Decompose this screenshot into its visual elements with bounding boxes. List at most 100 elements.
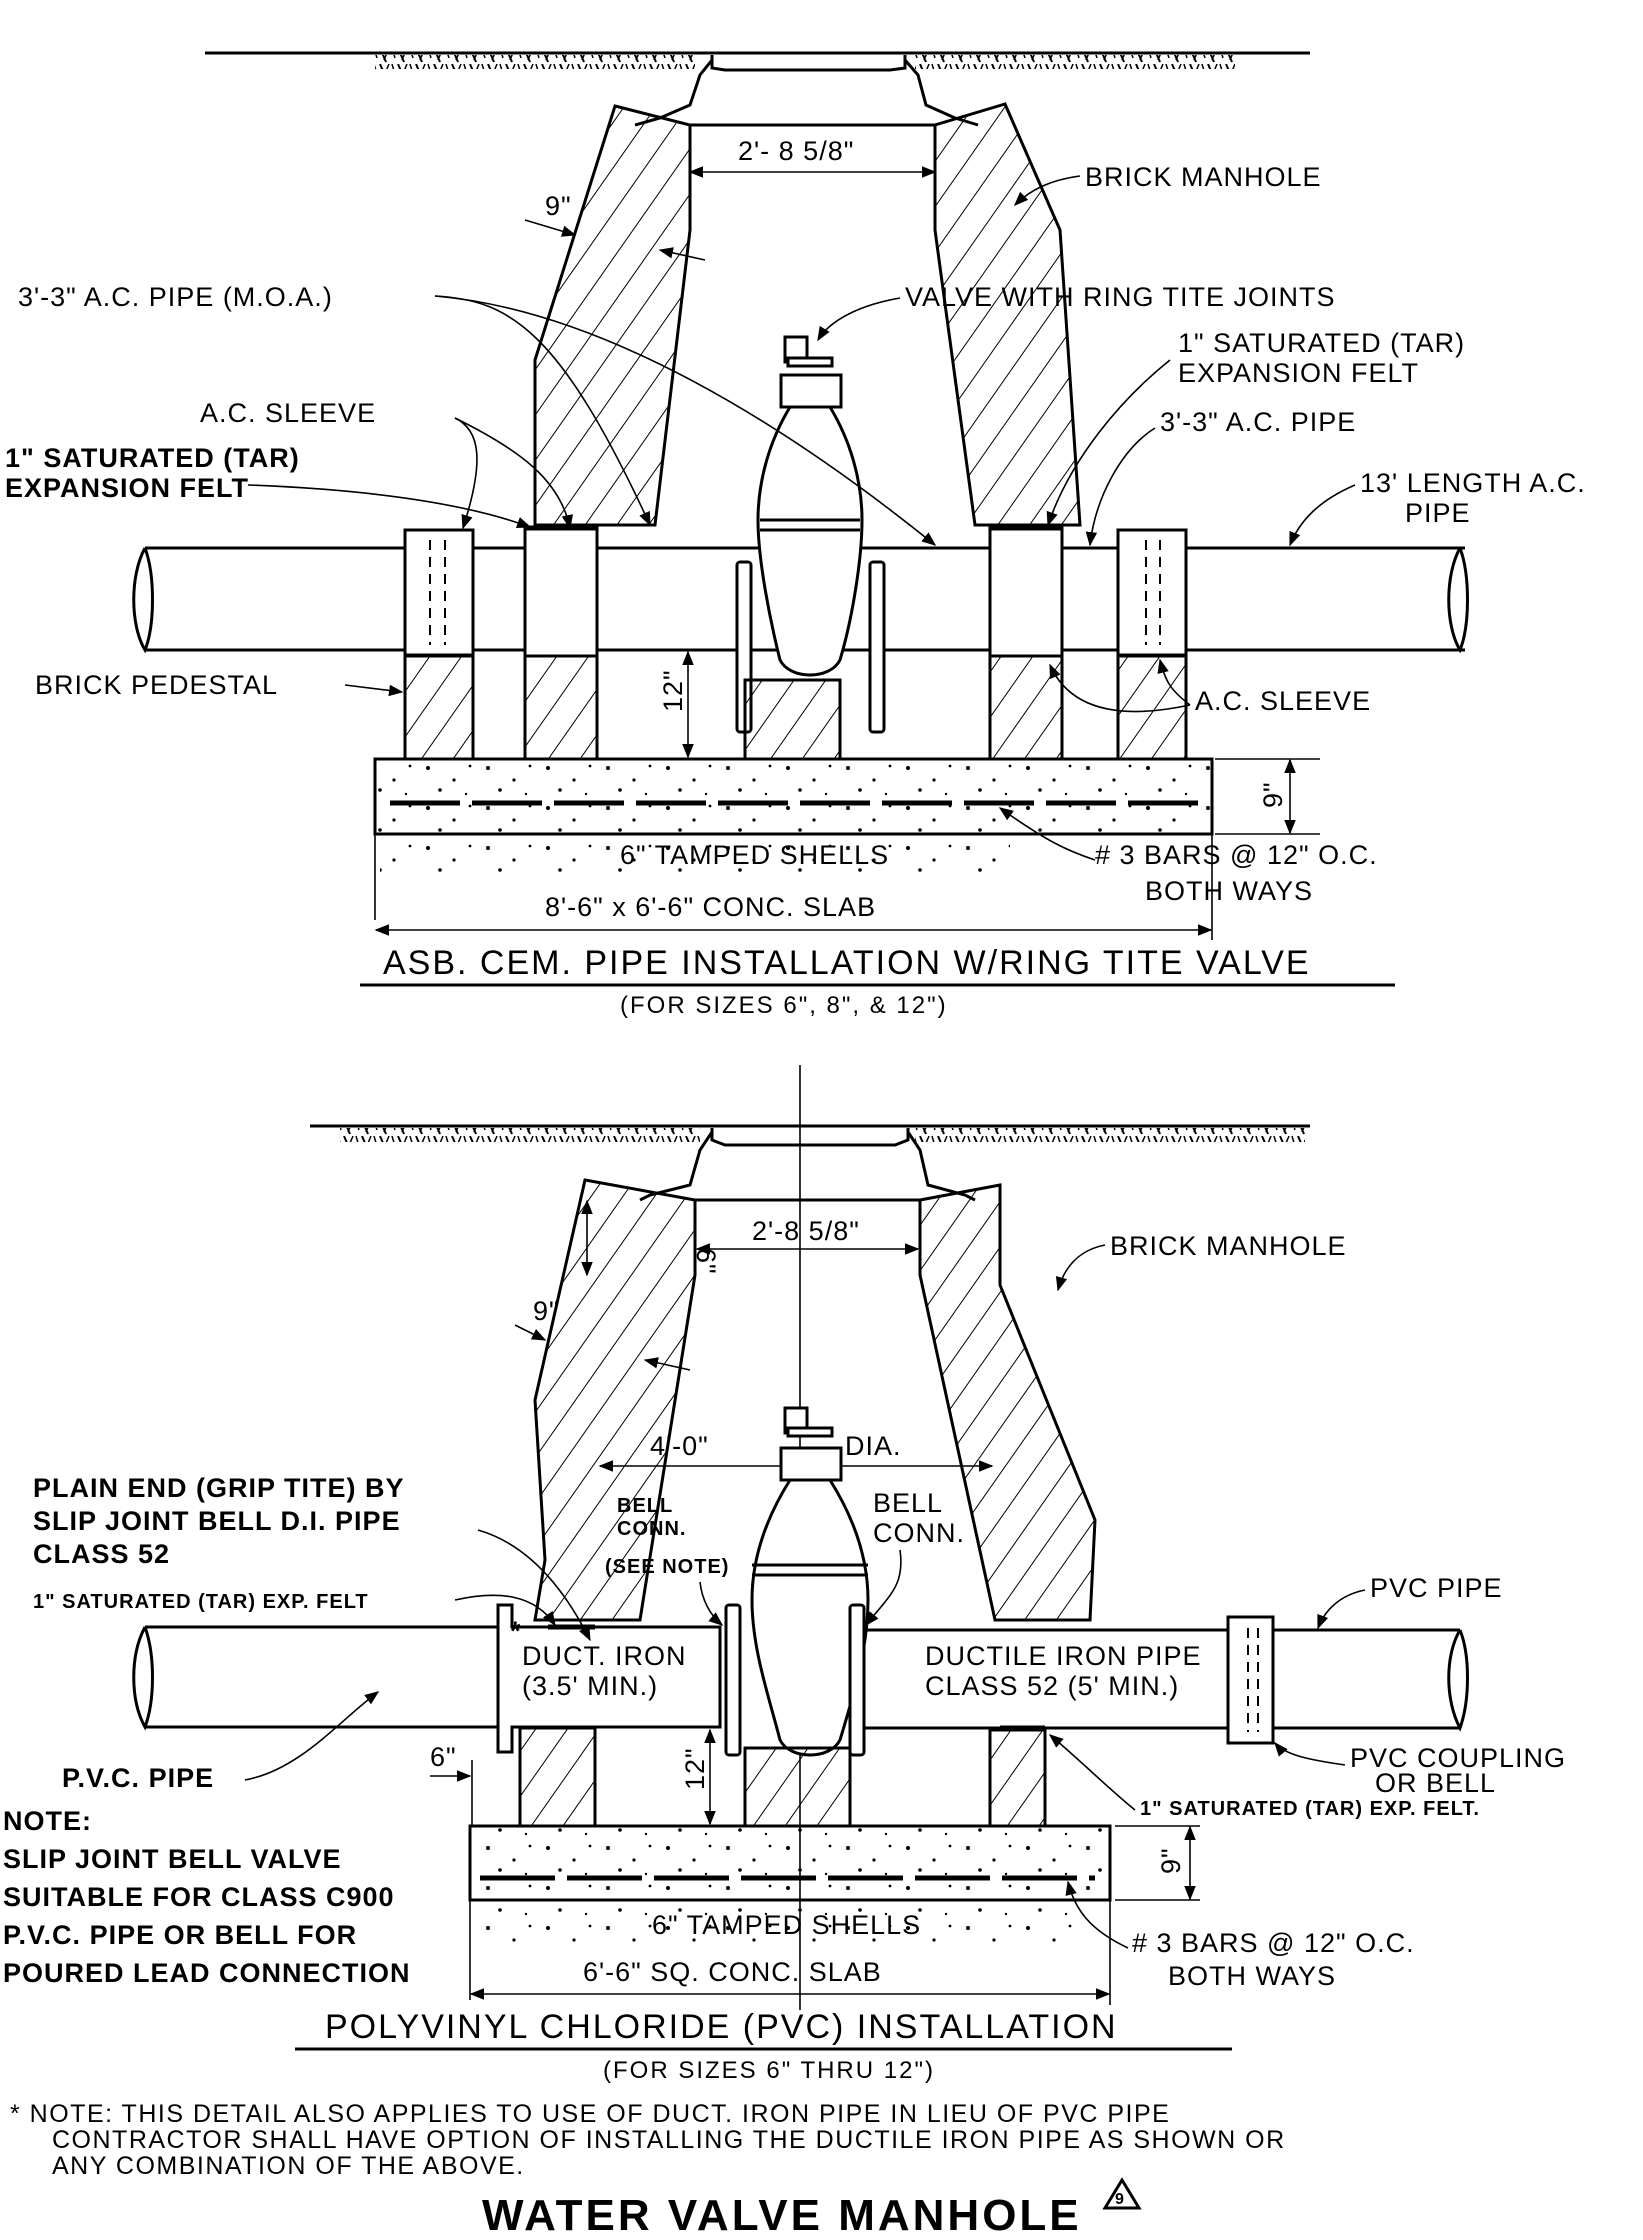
bottom-duct-iron-2: (3.5' MIN.)	[522, 1671, 658, 1701]
brick-pedestal-1	[518, 1726, 597, 1828]
bottom-asterisk: *	[510, 1616, 522, 1646]
brick-pedestal-2	[988, 1728, 1047, 1828]
ac-sleeve-right-inner	[988, 526, 1064, 658]
bottom-plain-end-2: SLIP JOINT BELL D.I. PIPE	[33, 1506, 401, 1536]
side-note-line: POURED LEAD CONNECTION	[3, 1958, 411, 1988]
manhole-frame-left	[639, 1131, 714, 1202]
bottom-bell-conn-left-1: BELL	[617, 1495, 673, 1517]
manhole-wall-left	[533, 1178, 697, 1622]
bottom-slab-size: 6'-6" SQ. CONC. SLAB	[583, 1957, 882, 1987]
brick-pedestal-leader	[344, 684, 404, 697]
ductile-iron-bell-pipe	[496, 1603, 722, 1754]
top-detail-subtitle: (FOR SIZES 6", 8", & 12")	[620, 992, 948, 1019]
top-bars-2: BOTH WAYS	[1145, 876, 1313, 906]
bottom-bars-1: # 3 BARS @ 12" O.C.	[1132, 1928, 1415, 1958]
tamped-shells	[475, 1903, 1075, 1943]
brick-pedestal-2	[523, 654, 599, 761]
side-note-line: SLIP JOINT BELL VALVE	[3, 1844, 342, 1874]
manhole-wall-right	[918, 1183, 1097, 1622]
bottom-opening-depth: 6"	[691, 1248, 721, 1275]
top-ac-sleeve-left: A.C. SLEEVE	[200, 398, 376, 428]
bottom-see-note: (SEE NOTE)	[605, 1556, 729, 1578]
bottom-di-pipe-1: DUCTILE IRON PIPE	[925, 1641, 1202, 1671]
concrete-slab	[373, 757, 1214, 836]
top-slab-thickness: 9"	[1258, 781, 1288, 808]
top-felt-right-2: EXPANSION FELT	[1178, 358, 1419, 388]
wall-thickness-arrow	[514, 1324, 547, 1341]
bars-leader	[1065, 1880, 1129, 1949]
bottom-pedestal-height: 12"	[680, 1747, 710, 1790]
wall-thickness-arrow	[524, 219, 577, 237]
bottom-brick-manhole: BRICK MANHOLE	[1110, 1231, 1347, 1261]
bars-leader	[998, 807, 1096, 861]
ground-hatch-right	[915, 1128, 1305, 1142]
pipe-break-left	[132, 1626, 154, 1731]
pvc-pipe-right-leader	[1317, 1589, 1366, 1630]
felt-right-leader	[1048, 1734, 1136, 1811]
top-pedestal-height: 12"	[658, 669, 688, 712]
length-pipe-leader	[1289, 484, 1356, 547]
top-wall-thickness: 9"	[545, 191, 572, 221]
bottom-felt-right: 1" SATURATED (TAR) EXP. FELT.	[1140, 1798, 1480, 1820]
bottom-plain-end-3: CLASS 52	[33, 1539, 170, 1569]
side-note-line: P.V.C. PIPE OR BELL FOR	[3, 1920, 357, 1950]
brick-pedestal-1	[403, 654, 475, 761]
pipe-break-right	[1447, 547, 1469, 654]
general-note: * NOTE: THIS DETAIL ALSO APPLIES TO USE …	[10, 2100, 1284, 2180]
brick-pedestal-valve	[743, 678, 842, 761]
bottom-tamped-shells: 6" TAMPED SHELLS	[652, 1910, 921, 1940]
bottom-detail-subtitle: (FOR SIZES 6" THRU 12")	[603, 2057, 935, 2084]
brick-manhole-leader	[1055, 1244, 1106, 1292]
gate-valve	[735, 335, 886, 734]
side-note: NOTE: SLIP JOINT BELL VALVE SUITABLE FOR…	[3, 1806, 411, 1988]
ground-hatch-left	[340, 1128, 700, 1142]
bottom-bell-conn-right-2: CONN.	[873, 1518, 965, 1548]
top-length-pipe-2: PIPE	[1405, 498, 1471, 528]
general-note-line: ANY COMBINATION OF THE ABOVE.	[52, 2152, 525, 2180]
manhole-wall-left	[533, 104, 692, 527]
top-slab-size: 8'-6" x 6'-6" CONC. SLAB	[545, 892, 876, 922]
bottom-duct-iron-1: DUCT. IRON	[522, 1641, 687, 1671]
top-tamped-shells: 6" TAMPED SHELLS	[620, 840, 889, 870]
ac-sleeve-right-leader-2	[1157, 658, 1191, 706]
top-bars-1: # 3 BARS @ 12" O.C.	[1095, 840, 1378, 870]
bottom-pvc-coupling-2: OR BELL	[1375, 1768, 1496, 1798]
bottom-diameter-suffix: DIA.	[845, 1431, 902, 1461]
top-length-pipe-1: 13' LENGTH A.C.	[1360, 468, 1586, 498]
plain-end-leader	[477, 1529, 591, 1642]
wall-thickness-arrow-2	[643, 1357, 691, 1371]
manhole-wall-right	[933, 102, 1082, 527]
manhole-cover	[710, 1128, 910, 1147]
tamped-shells	[380, 837, 1010, 872]
wall-thickness-arrow-2	[658, 247, 706, 261]
top-ac-sleeve-right: A.C. SLEEVE	[1195, 686, 1371, 716]
brick-pedestal-3	[988, 654, 1064, 761]
bottom-di-pipe-2: CLASS 52 (5' MIN.)	[925, 1671, 1179, 1701]
bottom-bell-conn-left-2: CONN.	[617, 1518, 686, 1540]
bottom-pvc-coupling-1: PVC COUPLING	[1350, 1743, 1566, 1773]
bottom-pvc-pipe-right: PVC PIPE	[1370, 1573, 1503, 1603]
bottom-felt-left: 1" SATURATED (TAR) EXP. FELT	[33, 1591, 369, 1613]
pvc-coupling	[1226, 1615, 1275, 1745]
bottom-wall-thickness: 9"	[533, 1296, 560, 1326]
ac-sleeve-left-inner	[523, 526, 599, 658]
ground-hatch-right	[915, 55, 1235, 69]
ac-sleeve-leader-1	[454, 417, 478, 530]
side-note-line: NOTE:	[3, 1806, 92, 1836]
general-note-line: * NOTE: THIS DETAIL ALSO APPLIES TO USE …	[10, 2100, 1170, 2128]
bottom-offset: 6"	[430, 1742, 457, 1772]
pvc-pipe-left-leader	[244, 1691, 380, 1781]
felt-right-leader	[1046, 359, 1171, 527]
valve-leader	[817, 297, 901, 342]
ac-pipe-moa-leader-2	[434, 295, 937, 546]
manhole-cover	[710, 55, 907, 72]
ac-sleeve-left-outer	[403, 528, 475, 657]
pipe-break-right	[1447, 1629, 1469, 1732]
top-brick-manhole: BRICK MANHOLE	[1085, 162, 1322, 192]
bottom-bell-conn-right-1: BELL	[873, 1488, 943, 1518]
bottom-detail: 6" 2'-8 5/8" 9" BRICK MANHOLE 4'-0" DIA.	[3, 1065, 1566, 2084]
bottom-opening-dim: 2'-8 5/8"	[752, 1216, 860, 1246]
top-ac-pipe-right: 3'-3" A.C. PIPE	[1160, 407, 1356, 437]
felt-left-leader	[247, 484, 532, 528]
